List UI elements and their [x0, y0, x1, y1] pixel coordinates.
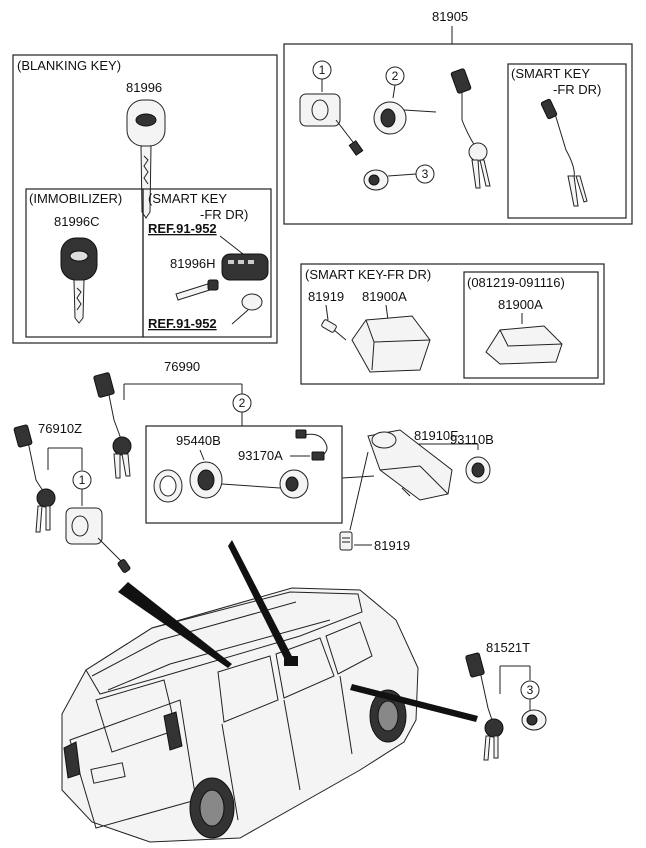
wire-harness-icon [295, 429, 328, 461]
callout-1-left: 1 [72, 470, 92, 506]
part-81996c-label: 81996C [54, 214, 100, 229]
door-lock-cylinder-left-icon [65, 507, 131, 573]
svg-text:3: 3 [527, 683, 534, 697]
vehicle-illustration [61, 587, 419, 843]
part-81996h-label: 81996H [170, 256, 216, 271]
trunk-lock-cap-right-icon [521, 709, 547, 731]
key-set-81521t-icon [465, 652, 504, 761]
smart-key-label-line1: (SMART KEY [148, 191, 227, 206]
smart-emergency-key-icon [540, 98, 588, 207]
immobilizer-antenna-icon [189, 461, 281, 499]
pointer-to-rear-door [118, 582, 232, 668]
key-set-76990-icon [93, 372, 132, 479]
date-range-label: (081219-091116) [467, 275, 565, 290]
ignition-assembly-box [145, 425, 343, 524]
part-76990-label: 76990 [164, 359, 200, 374]
smart-key-fr-dr-label: (SMART KEY-FR DR) [305, 267, 431, 282]
blanking-key-label: (BLANKING KEY) [17, 58, 121, 73]
part-93110b-label: 93110B [450, 432, 494, 447]
svg-text:2: 2 [239, 396, 246, 410]
callout-3-top: 3 [387, 164, 435, 184]
svg-text:1: 1 [319, 63, 326, 77]
pointer-to-ignition [228, 540, 296, 666]
smart-key-right-label-line2: -FR DR) [553, 82, 601, 97]
ref-91-952-top: REF.91-952 [148, 221, 217, 236]
door-lock-cylinder-icon [299, 93, 364, 156]
coin-battery-icon [241, 293, 263, 311]
ignition-cylinder-icon [373, 101, 437, 135]
smart-key-module-right-icon [485, 325, 563, 365]
part-81905-label: 81905 [432, 9, 468, 24]
callout-2-top: 2 [385, 66, 405, 99]
part-81900a-right-label: 81900A [498, 297, 543, 312]
smart-key-label-line2: -FR DR) [200, 207, 248, 222]
ref-91-952-bottom: REF.91-952 [148, 316, 217, 331]
emergency-key-blade-icon [175, 279, 219, 301]
svg-text:1: 1 [79, 473, 86, 487]
pointer-to-front-door [350, 684, 478, 722]
part-81521t-label: 81521T [486, 640, 530, 655]
callout-3-right: 3 [520, 680, 540, 710]
smart-key-module-left-icon [351, 315, 431, 373]
immobilizer-key-icon [60, 237, 98, 324]
part-76910z-label: 76910Z [38, 421, 82, 436]
keys-on-ring-icon [450, 68, 491, 189]
callout-1-top: 1 [312, 60, 332, 92]
blanking-key-box [12, 54, 278, 344]
ignition-lock-cylinder-icon [279, 469, 309, 499]
smart-key-box-right [507, 63, 627, 219]
svg-text:2: 2 [392, 69, 399, 83]
steering-lock-housing-icon [367, 429, 453, 501]
callout-2-mid: 2 [232, 393, 252, 426]
immobilizer-label: (IMMOBILIZER) [29, 191, 122, 206]
housing-cap-icon [465, 456, 491, 484]
part-81996-label: 81996 [126, 80, 162, 95]
lock-set-81905-box [283, 43, 633, 225]
smart-key-right-label-line1: (SMART KEY [511, 66, 590, 81]
bolt-81919-bottom-icon [339, 531, 353, 551]
smart-key-fr-dr-box [300, 263, 605, 385]
date-range-box [463, 271, 599, 379]
part-81900a-left-label: 81900A [362, 289, 407, 304]
part-81910f-label: 81910F [414, 428, 458, 443]
trunk-lock-cap-icon [363, 169, 389, 191]
bolt-81919-top-icon [321, 319, 347, 341]
key-set-76910z-icon [13, 424, 56, 533]
smart-fob-icon [221, 253, 269, 281]
part-81919-top-label: 81919 [308, 289, 344, 304]
part-81919-bottom-label: 81919 [374, 538, 410, 553]
immobilizer-ring-left-icon [153, 469, 183, 503]
smart-key-box [142, 188, 272, 338]
part-93170a-label: 93170A [238, 448, 283, 463]
part-95440b-label: 95440B [176, 433, 221, 448]
svg-text:3: 3 [422, 167, 429, 181]
